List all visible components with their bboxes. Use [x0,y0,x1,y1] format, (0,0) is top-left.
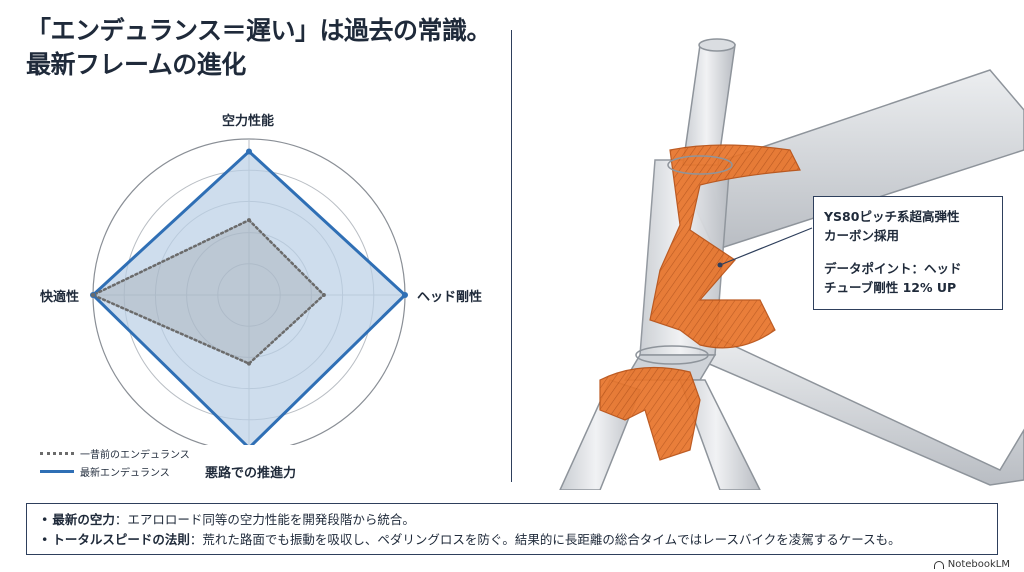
series-old-point [321,293,326,297]
callout-line-3: データポイント：ヘッド [824,261,962,276]
note-label: トータルスピードの法則 [52,532,190,547]
note-text: エアロロード同等の空力性能を開発段階から統合。 [127,512,415,527]
legend-label-new: 最新エンデュランス [80,467,170,479]
legend-swatch-solid [40,469,74,473]
note-separator: ： [189,532,203,547]
axis-label-head-stiffness: ヘッド剛性 [417,290,483,305]
title-line-2: 最新フレームの進化 [26,50,246,79]
note-item: • トータルスピードの法則：荒れた路面でも振動を吸収し、ペダリングロスを防ぐ。結… [41,530,983,550]
callout-line-2: カーボン採用 [824,228,900,243]
steerer-tube [682,38,736,166]
page-title: 「エンデュランス＝遅い」は過去の常識。 最新フレームの進化 [26,14,496,82]
callout-leader [717,227,813,268]
note-bullet: • [41,532,49,547]
notebook-icon [933,560,944,569]
note-separator: ： [114,512,128,527]
brand-label: NotebookLM [947,559,1010,570]
brand-watermark: NotebookLM [933,559,1010,570]
radar-chart [90,138,408,445]
callout-line-4: チューブ剛性 12% UP [824,280,957,295]
legend-item-new: 最新エンデュランス [40,462,190,480]
axis-label-comfort: 快適性 [40,290,80,305]
note-text: 荒れた路面でも振動を吸収し、ペダリングロスを防ぐ。結果的に長距離の総合タイムでは… [202,532,901,547]
legend-item-old: 一昔前のエンデュランス [40,444,190,462]
notes-box: • 最新の空力：エアロロード同等の空力性能を開発段階から統合。 • トータルスピ… [26,503,998,555]
series-new-point [402,292,408,298]
series-old-point [247,218,251,223]
series-new-polygon [90,149,408,445]
frame-illustration [559,38,1024,490]
vertical-divider [511,30,512,482]
note-bullet: • [41,512,49,527]
note-label: 最新の空力 [52,512,115,527]
callout-line-1: YS80ピッチ系超高弾性 [824,209,960,224]
series-old-point [247,361,251,366]
title-line-1: 「エンデュランス＝遅い」は過去の常識。 [26,16,492,45]
series-old-point [91,293,95,297]
legend-swatch-dotted [40,451,74,455]
spec-callout: YS80ピッチ系超高弾性 カーボン採用 データポイント：ヘッド チューブ剛性 1… [813,196,1003,310]
note-item: • 最新の空力：エアロロード同等の空力性能を開発段階から統合。 [41,510,983,530]
axis-label-rough-road: 悪路での推進力 [205,466,297,481]
carbon-layup [599,144,801,461]
legend-label-old: 一昔前のエンデュランス [80,449,190,461]
chart-legend: 一昔前のエンデュランス 最新エンデュランス [40,444,190,480]
series-new-point [246,148,252,155]
down-tube [699,328,1024,486]
axis-label-aero: 空力性能 [222,114,275,129]
